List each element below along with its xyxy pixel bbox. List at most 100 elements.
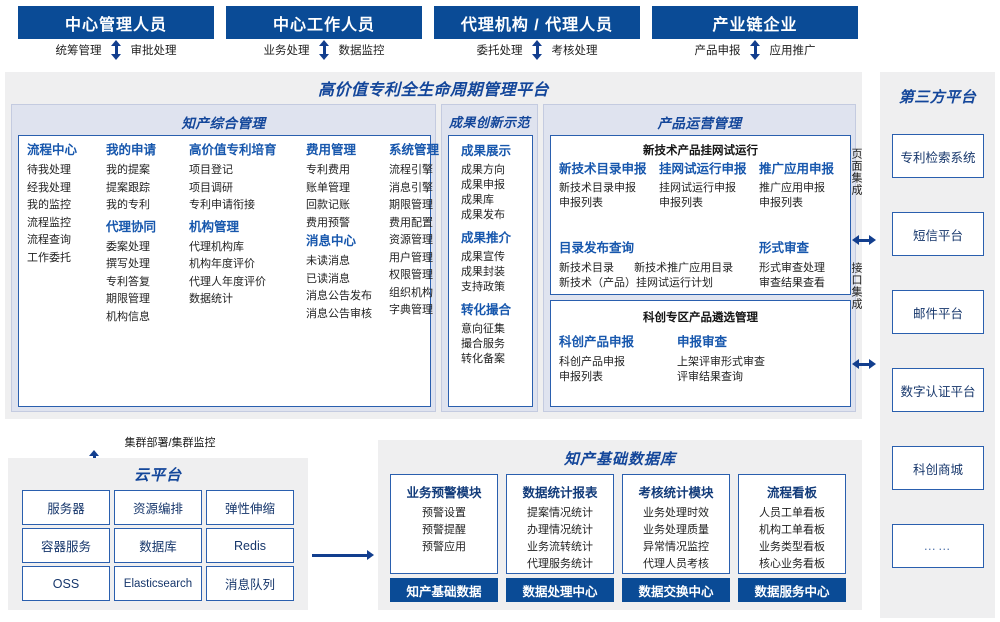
menu-head-成果推介[interactable]: 成果推介 [461, 231, 512, 245]
menu-item[interactable]: 资源管理 [389, 234, 433, 246]
menu-item[interactable]: 用户管理 [389, 251, 433, 264]
database-footer-服务中心[interactable]: 数据服务中心 [738, 578, 846, 602]
menu-item[interactable]: 消息公告审核 [306, 307, 372, 320]
menu-item[interactable]: 流程查询 [27, 234, 71, 246]
database-item[interactable]: 业务处理时效 [643, 507, 709, 519]
menu-item[interactable]: 回款记账 [306, 199, 350, 211]
menu-head-挂网试运行申报[interactable]: 挂网试运行申报 [659, 162, 747, 176]
menu-item[interactable]: 提案跟踪 [106, 181, 150, 194]
menu-item[interactable]: 成果库 [461, 194, 494, 206]
menu-item[interactable]: 未读消息 [306, 255, 350, 267]
menu-item[interactable]: 成果申报 [461, 179, 505, 191]
database-item[interactable]: 代理服务统计 [527, 558, 593, 570]
menu-item[interactable]: 项目登记 [189, 164, 233, 176]
third-party-item-email[interactable]: 邮件平台 [892, 290, 984, 334]
menu-head-高价值专利培育[interactable]: 高价值专利培育 [189, 143, 277, 157]
menu-item[interactable]: 新技术目录 [559, 262, 614, 274]
menu-item[interactable]: 挂网试运行申报 [659, 182, 736, 194]
menu-item[interactable]: 申报列表 [659, 197, 703, 209]
menu-item[interactable]: 申报列表 [559, 197, 603, 209]
cloud-cell-database[interactable]: 数据库 [114, 528, 202, 563]
menu-item[interactable]: 意向征集 [461, 323, 505, 335]
menu-head-成果展示[interactable]: 成果展示 [461, 144, 512, 158]
menu-item[interactable]: 账单管理 [306, 181, 350, 194]
menu-item[interactable]: 成果方向 [461, 164, 505, 176]
menu-item[interactable]: 成果发布 [461, 209, 505, 221]
menu-item[interactable]: 专利费用 [306, 164, 350, 176]
actor-title-2[interactable]: 代理机构 / 代理人员 [434, 6, 640, 39]
menu-head-新技术目录申报[interactable]: 新技术目录申报 [559, 162, 647, 176]
database-item[interactable]: 提案情况统计 [527, 507, 593, 519]
menu-item[interactable]: 期限管理 [389, 199, 433, 211]
menu-item[interactable]: 审查结果查看 [759, 277, 825, 289]
cloud-cell-elasticsearch[interactable]: Elasticsearch [114, 566, 202, 601]
cloud-cell-oss[interactable]: OSS [22, 566, 110, 601]
menu-item[interactable]: 费用配置 [389, 216, 433, 229]
menu-item[interactable]: 科创产品申报 [559, 356, 625, 368]
actor-title-3[interactable]: 产业链企业 [652, 6, 858, 39]
database-item[interactable]: 办理情况统计 [527, 524, 593, 536]
menu-item[interactable]: 支持政策 [461, 281, 505, 293]
menu-head-目录发布查询[interactable]: 目录发布查询 [559, 241, 635, 255]
third-party-item-sms[interactable]: 短信平台 [892, 212, 984, 256]
menu-item[interactable]: 推广应用申报 [759, 182, 825, 194]
menu-item[interactable]: 我的提案 [106, 164, 150, 176]
database-item[interactable]: 机构工单看板 [759, 524, 825, 536]
menu-item[interactable]: 撮合服务 [461, 338, 505, 350]
menu-head-系统管理[interactable]: 系统管理 [389, 143, 440, 157]
database-item[interactable]: 预警设置 [422, 507, 466, 519]
menu-head-科创产品申报[interactable]: 科创产品申报 [559, 335, 635, 349]
menu-head-机构管理[interactable]: 机构管理 [189, 219, 240, 234]
database-item[interactable]: 人员工单看板 [759, 507, 825, 519]
menu-item[interactable]: 机构信息 [106, 310, 150, 323]
menu-head-代理协同[interactable]: 代理协同 [106, 219, 157, 234]
menu-item[interactable]: 成果封装 [461, 266, 505, 278]
cloud-cell-redis[interactable]: Redis [206, 528, 294, 563]
menu-item[interactable]: 我的专利 [106, 199, 150, 211]
menu-head-我的申请[interactable]: 我的申请 [106, 143, 157, 157]
menu-head-推广应用申报[interactable]: 推广应用申报 [759, 162, 835, 176]
database-item[interactable]: 业务处理质量 [643, 524, 709, 536]
third-party-item-patent-search[interactable]: 专利检索系统 [892, 134, 984, 178]
menu-item[interactable]: 费用预警 [306, 216, 350, 229]
menu-item[interactable]: 已读消息 [306, 272, 350, 285]
menu-item[interactable]: 我的监控 [27, 199, 71, 211]
database-item[interactable]: 业务类型看板 [759, 541, 825, 553]
menu-item[interactable]: 机构年度评价 [189, 258, 255, 270]
menu-item[interactable]: 撰写处理 [106, 258, 150, 270]
database-item[interactable]: 业务流转统计 [527, 541, 593, 553]
menu-item[interactable]: 申报列表 [559, 371, 603, 383]
menu-head-转化撮合[interactable]: 转化撮合 [461, 303, 512, 317]
menu-item[interactable]: 经我处理 [27, 181, 71, 194]
menu-item[interactable]: 流程引擎 [389, 164, 433, 176]
database-item[interactable]: 核心业务看板 [759, 558, 825, 570]
menu-item[interactable]: 组织机构 [389, 286, 433, 299]
menu-item[interactable]: 待我处理 [27, 164, 71, 176]
menu-item[interactable]: 成果宣传 [461, 251, 505, 263]
third-party-item-more[interactable]: …… [892, 524, 984, 568]
menu-item[interactable]: 流程监控 [27, 216, 71, 229]
menu-head-形式审查[interactable]: 形式审查 [759, 241, 810, 255]
cloud-cell-server[interactable]: 服务器 [22, 490, 110, 525]
cloud-cell-orchestration[interactable]: 资源编排 [114, 490, 202, 525]
menu-item[interactable]: 形式审查处理 [759, 262, 825, 274]
menu-item[interactable]: 专利申请衔接 [189, 199, 255, 211]
cloud-cell-mq[interactable]: 消息队列 [206, 566, 294, 601]
menu-item[interactable]: 专利答复 [106, 275, 150, 288]
actor-title-0[interactable]: 中心管理人员 [18, 6, 214, 39]
database-footer-处理中心[interactable]: 数据处理中心 [506, 578, 614, 602]
database-item[interactable]: 异常情况监控 [643, 541, 709, 553]
menu-item[interactable]: 数据统计 [189, 293, 233, 305]
cloud-cell-container[interactable]: 容器服务 [22, 528, 110, 563]
actor-title-1[interactable]: 中心工作人员 [226, 6, 422, 39]
menu-item[interactable]: 上架评审形式审查 [677, 356, 765, 368]
third-party-item-digital-cert[interactable]: 数字认证平台 [892, 368, 984, 412]
menu-item[interactable]: 新技术（产品）挂网试运行计划 [559, 277, 713, 289]
menu-item[interactable]: 新技术推广应用目录 [634, 262, 734, 274]
menu-item[interactable]: 权限管理 [389, 269, 433, 281]
menu-item[interactable]: 转化备案 [461, 353, 505, 365]
menu-item[interactable]: 消息引擎 [389, 181, 433, 194]
menu-head-消息中心[interactable]: 消息中心 [306, 234, 357, 248]
menu-item[interactable]: 新技术目录申报 [559, 182, 636, 194]
cloud-cell-autoscaling[interactable]: 弹性伸缩 [206, 490, 294, 525]
